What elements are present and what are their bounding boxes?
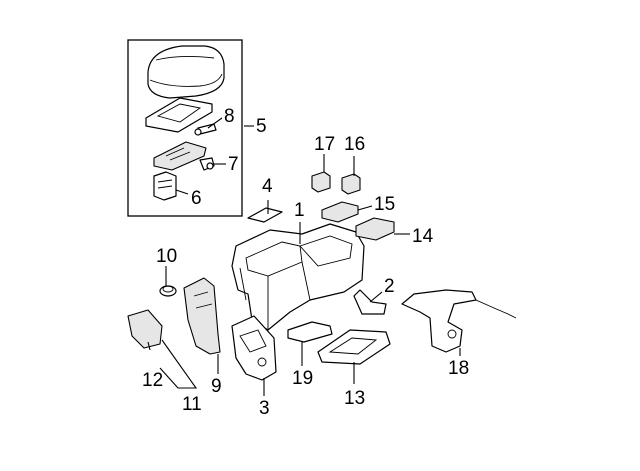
console-body-part bbox=[231, 223, 365, 331]
callout-12: 12 bbox=[142, 370, 163, 391]
callout-4: 4 bbox=[262, 176, 273, 197]
latch-part bbox=[153, 171, 177, 201]
switch-bezel-part bbox=[355, 217, 395, 241]
leader-line bbox=[357, 205, 373, 211]
callout-8: 8 bbox=[224, 106, 235, 127]
callout-16: 16 bbox=[344, 134, 365, 155]
callout-14: 14 bbox=[412, 226, 434, 247]
armrest-inset-frame bbox=[127, 39, 243, 217]
latch-bracket-part bbox=[153, 141, 207, 171]
callout-18: 18 bbox=[448, 358, 469, 379]
callout-7: 7 bbox=[228, 154, 239, 175]
callout-2: 2 bbox=[384, 276, 395, 297]
side-trim-part bbox=[183, 277, 221, 355]
leader-bracket-11 bbox=[159, 339, 198, 389]
callout-3: 3 bbox=[259, 398, 270, 419]
leader-line bbox=[147, 341, 151, 351]
leader-line bbox=[207, 117, 223, 129]
callout-10: 10 bbox=[156, 246, 177, 267]
callout-17: 17 bbox=[314, 134, 335, 155]
pad-part bbox=[247, 207, 283, 223]
leader-line bbox=[175, 189, 189, 195]
floor-mount-part bbox=[317, 329, 391, 365]
switch-17-part bbox=[311, 171, 331, 193]
mount-bracket-part bbox=[231, 315, 277, 381]
switch-panel-part bbox=[321, 201, 359, 223]
callout-13: 13 bbox=[344, 388, 365, 409]
tray-part bbox=[287, 321, 333, 343]
bumper-part bbox=[159, 285, 177, 297]
clip-part bbox=[199, 157, 215, 171]
end-panel-part bbox=[127, 309, 163, 349]
callout-11: 11 bbox=[182, 394, 202, 415]
callout-1: 1 bbox=[294, 200, 305, 221]
callout-5: 5 bbox=[256, 116, 267, 137]
armrest-lid-part bbox=[147, 45, 225, 99]
callout-19: 19 bbox=[292, 368, 313, 389]
latch-rod-part bbox=[194, 123, 217, 136]
park-brake-part bbox=[401, 289, 517, 353]
switch-16-part bbox=[341, 173, 361, 195]
armrest-hinge-part bbox=[145, 97, 213, 133]
callout-9: 9 bbox=[211, 376, 222, 397]
callout-6: 6 bbox=[191, 188, 202, 209]
callout-15: 15 bbox=[374, 194, 395, 215]
leader-line bbox=[369, 291, 383, 303]
